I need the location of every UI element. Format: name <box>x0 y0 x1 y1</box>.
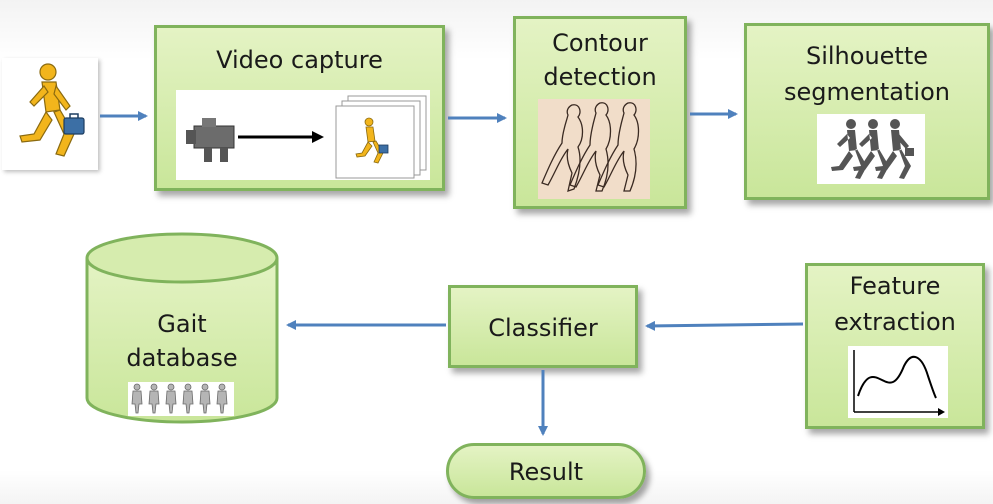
silhouette-segmentation-box: Silhouette segmentation <box>744 23 990 200</box>
frame-person-icon <box>355 117 389 164</box>
database-people-icon <box>131 383 228 414</box>
feature-extraction-label-line2: extraction <box>834 308 956 336</box>
contour-detection-label-line1: Contour <box>552 29 648 57</box>
database-people-illustration <box>128 382 234 416</box>
feature-curve-icon <box>853 350 945 416</box>
feature-extraction-box: Feature extraction <box>805 263 985 429</box>
walking-person-input <box>2 58 98 170</box>
classifier-label: Classifier <box>488 314 598 342</box>
silhouette-segmentation-label-line2: segmentation <box>784 78 950 106</box>
gait-database-cylinder: Gait database <box>84 232 280 430</box>
contour-illustration <box>538 99 650 199</box>
gait-database-label-line2: database <box>126 344 238 372</box>
feature-extraction-label-line1: Feature <box>849 272 941 300</box>
contour-figures-icon <box>541 102 640 192</box>
video-camera-icon <box>186 118 235 162</box>
result-label: Result <box>508 458 584 486</box>
arrow-head-icon <box>312 131 324 143</box>
video-capture-illustration <box>176 90 430 180</box>
classifier-box: Classifier <box>448 285 638 368</box>
silhouette-segmentation-label-line1: Silhouette <box>805 42 929 70</box>
video-capture-box: Video capture <box>154 25 445 191</box>
video-frames-icon <box>335 95 427 179</box>
video-capture-label: Video capture <box>216 46 383 74</box>
gait-database-label-line1: Gait <box>157 310 207 338</box>
briefcase-icon <box>63 117 85 135</box>
contour-detection-box: Contour detection <box>513 16 687 209</box>
arrow-feature-to-classifier <box>645 320 804 331</box>
contour-detection-label-line2: detection <box>543 63 657 91</box>
silhouette-illustration <box>817 114 925 184</box>
walking-person-icon <box>19 63 85 157</box>
feature-plot-illustration <box>848 346 948 418</box>
silhouette-figures-icon <box>831 119 914 179</box>
result-box: Result <box>446 443 646 499</box>
